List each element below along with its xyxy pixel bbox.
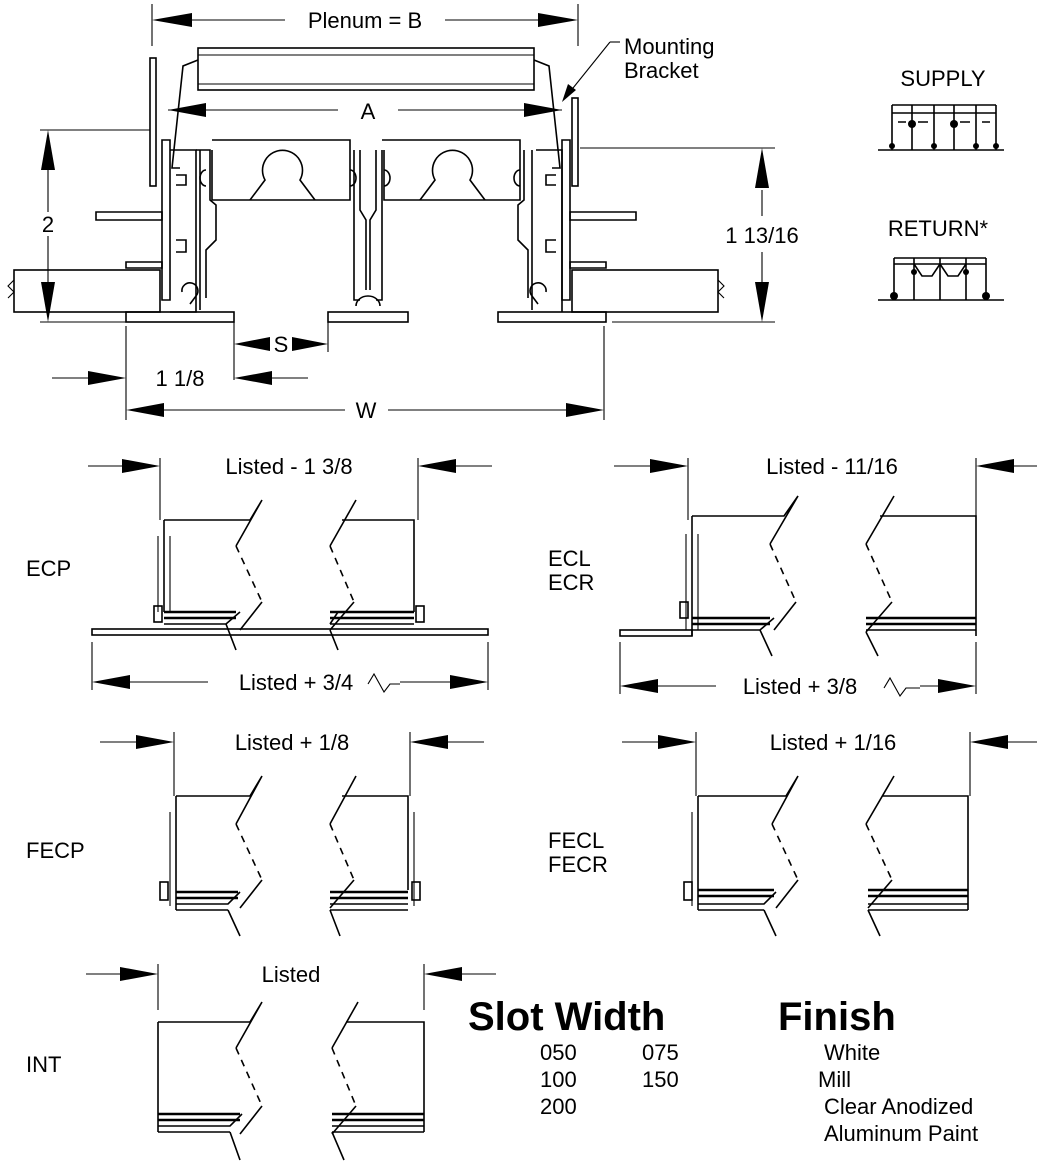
plenum-dimension: Plenum = B — [308, 8, 422, 33]
slot-width-value: 100 — [540, 1067, 577, 1092]
fecl-top-dim: Listed + 1/16 — [770, 730, 897, 755]
slot-width-value: 050 — [540, 1040, 577, 1065]
w-dimension: W — [356, 398, 377, 423]
finish-option: White — [824, 1040, 880, 1065]
supply-pattern: SUPPLY — [878, 66, 1004, 151]
ecl-label: ECL — [548, 546, 591, 571]
height-dimension: 1 13/16 — [725, 223, 798, 248]
int-detail: INT Listed — [26, 962, 496, 1161]
finish-option: Clear Anodized — [824, 1094, 973, 1119]
fecl-label: FECL — [548, 828, 604, 853]
ecp-top-dim: Listed - 1 3/8 — [225, 454, 352, 479]
ecl-detail: ECL ECR Listed - 11/16 Listed + 3/8 — [548, 454, 1037, 699]
svg-text:SUPPLY: SUPPLY — [900, 66, 986, 91]
slot-width-value: 075 — [642, 1040, 679, 1065]
two-dimension: 2 — [42, 212, 54, 237]
ecr-label: ECR — [548, 570, 594, 595]
fecp-top-dim: Listed + 1/8 — [235, 730, 349, 755]
svg-text:RETURN*: RETURN* — [888, 216, 989, 241]
ecp-label: ECP — [26, 556, 71, 581]
fecp-label: FECP — [26, 838, 85, 863]
section-view: Plenum = B Mounting Bracket A — [7, 4, 799, 423]
fecr-label: FECR — [548, 852, 608, 877]
s-dimension: S — [274, 332, 289, 357]
slot-width-title: Slot Width — [468, 995, 665, 1039]
ecl-top-dim: Listed - 11/16 — [766, 454, 898, 479]
a-dimension: A — [361, 99, 376, 124]
fecp-detail: FECP Listed + 1/8 — [26, 730, 484, 937]
slot-width-value: 150 — [642, 1067, 679, 1092]
int-top-dim: Listed — [262, 962, 321, 987]
int-label: INT — [26, 1052, 61, 1077]
slot-width-value: 200 — [540, 1094, 577, 1119]
finish-title: Finish — [778, 995, 896, 1039]
ecp-detail: ECP Listed - 1 3/8 Listed + 3/4 — [26, 454, 492, 695]
finish-block: Finish White Mill Clear Anodized Aluminu… — [778, 995, 978, 1146]
return-pattern: RETURN* — [878, 216, 1004, 301]
ecl-bottom-dim: Listed + 3/8 — [743, 674, 857, 699]
finish-option: Mill — [818, 1067, 851, 1092]
fecl-detail: FECL FECR Listed + 1/16 — [548, 730, 1037, 937]
mounting-bracket-label: Mounting — [624, 34, 715, 59]
finish-option: Aluminum Paint — [824, 1121, 978, 1146]
ecp-bottom-dim: Listed + 3/4 — [239, 670, 353, 695]
one-one-eighth-dimension: 1 1/8 — [156, 366, 205, 391]
mounting-bracket-label-2: Bracket — [624, 58, 699, 83]
slot-width-block: Slot Width 050 075 100 150 200 — [468, 995, 679, 1119]
